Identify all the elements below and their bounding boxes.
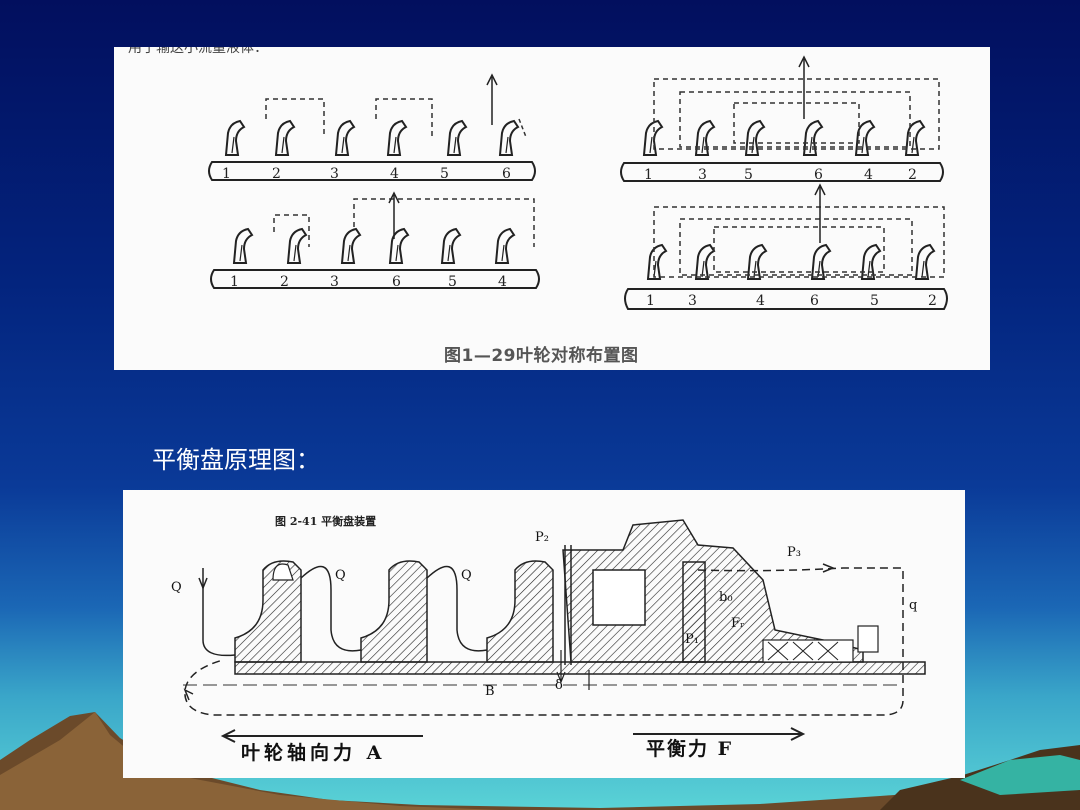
svg-text:2: 2 [280, 274, 289, 290]
svg-text:5: 5 [870, 293, 879, 309]
balance-disc-housing [562, 519, 879, 663]
diagram-d: 1 3 4 6 5 2 [624, 183, 948, 310]
label-b: B [485, 684, 495, 699]
svg-text:2: 2 [928, 293, 937, 309]
label-p2: P₂ [535, 530, 549, 545]
label-p1: P₁ [685, 632, 699, 647]
svg-text:4: 4 [756, 293, 765, 309]
label-q4: q [909, 598, 918, 613]
svg-text:4: 4 [390, 166, 399, 182]
svg-text:6: 6 [810, 293, 819, 309]
svg-text:2: 2 [272, 166, 281, 182]
balance-force-label: 平衡力 F [646, 738, 734, 760]
figure-title: 图 2-41 平衡盘装置 [275, 515, 377, 528]
svg-text:3: 3 [330, 166, 339, 182]
svg-text:1: 1 [644, 167, 653, 183]
label-delta: δ [555, 678, 563, 693]
impeller-1 [234, 560, 302, 663]
cropped-title: 用于输送小流量液体： [128, 47, 268, 56]
diagram-a: 1 2 3 4 5 6 [208, 73, 536, 182]
impeller-arrangement-figure: 用于输送小流量液体： 1 2 3 4 5 6 [114, 47, 990, 370]
impeller-diagrams: 1 2 3 4 5 6 1 2 3 6 5 4 [208, 55, 948, 310]
section-label: 平衡盘原理图： [152, 446, 320, 474]
svg-text:2: 2 [908, 167, 917, 183]
figure-caption: 图1—29叶轮对称布置图 [444, 346, 639, 366]
label-q2: Q [335, 568, 346, 583]
svg-text:6: 6 [502, 166, 511, 182]
impeller-2 [360, 560, 428, 663]
label-q3: Q [461, 568, 472, 583]
svg-text:3: 3 [698, 167, 707, 183]
svg-text:1: 1 [230, 274, 239, 290]
svg-text:5: 5 [440, 166, 449, 182]
label-b0: b₀ [719, 590, 733, 605]
impeller-3 [486, 560, 554, 663]
svg-text:6: 6 [392, 274, 401, 290]
label-q1: Q [171, 580, 182, 595]
svg-text:5: 5 [744, 167, 753, 183]
balance-disc-figure: 图 2-41 平衡盘装置 [123, 490, 965, 778]
label-p3: P₃ [787, 545, 801, 560]
svg-text:1: 1 [646, 293, 655, 309]
balance-disc-drawing [183, 519, 926, 743]
diagram-c: 1 2 3 6 5 4 [210, 191, 540, 290]
svg-text:6: 6 [814, 167, 823, 183]
svg-text:4: 4 [864, 167, 873, 183]
diagram-b: 1 3 5 6 4 2 [620, 55, 944, 183]
label-fr: Fᵣ [731, 616, 745, 631]
svg-text:4: 4 [498, 274, 507, 290]
svg-text:3: 3 [688, 293, 697, 309]
svg-text:5: 5 [448, 274, 457, 290]
svg-text:3: 3 [330, 274, 339, 290]
svg-text:1: 1 [222, 166, 231, 182]
axial-force-label: 叶轮轴向力 A [241, 742, 386, 764]
